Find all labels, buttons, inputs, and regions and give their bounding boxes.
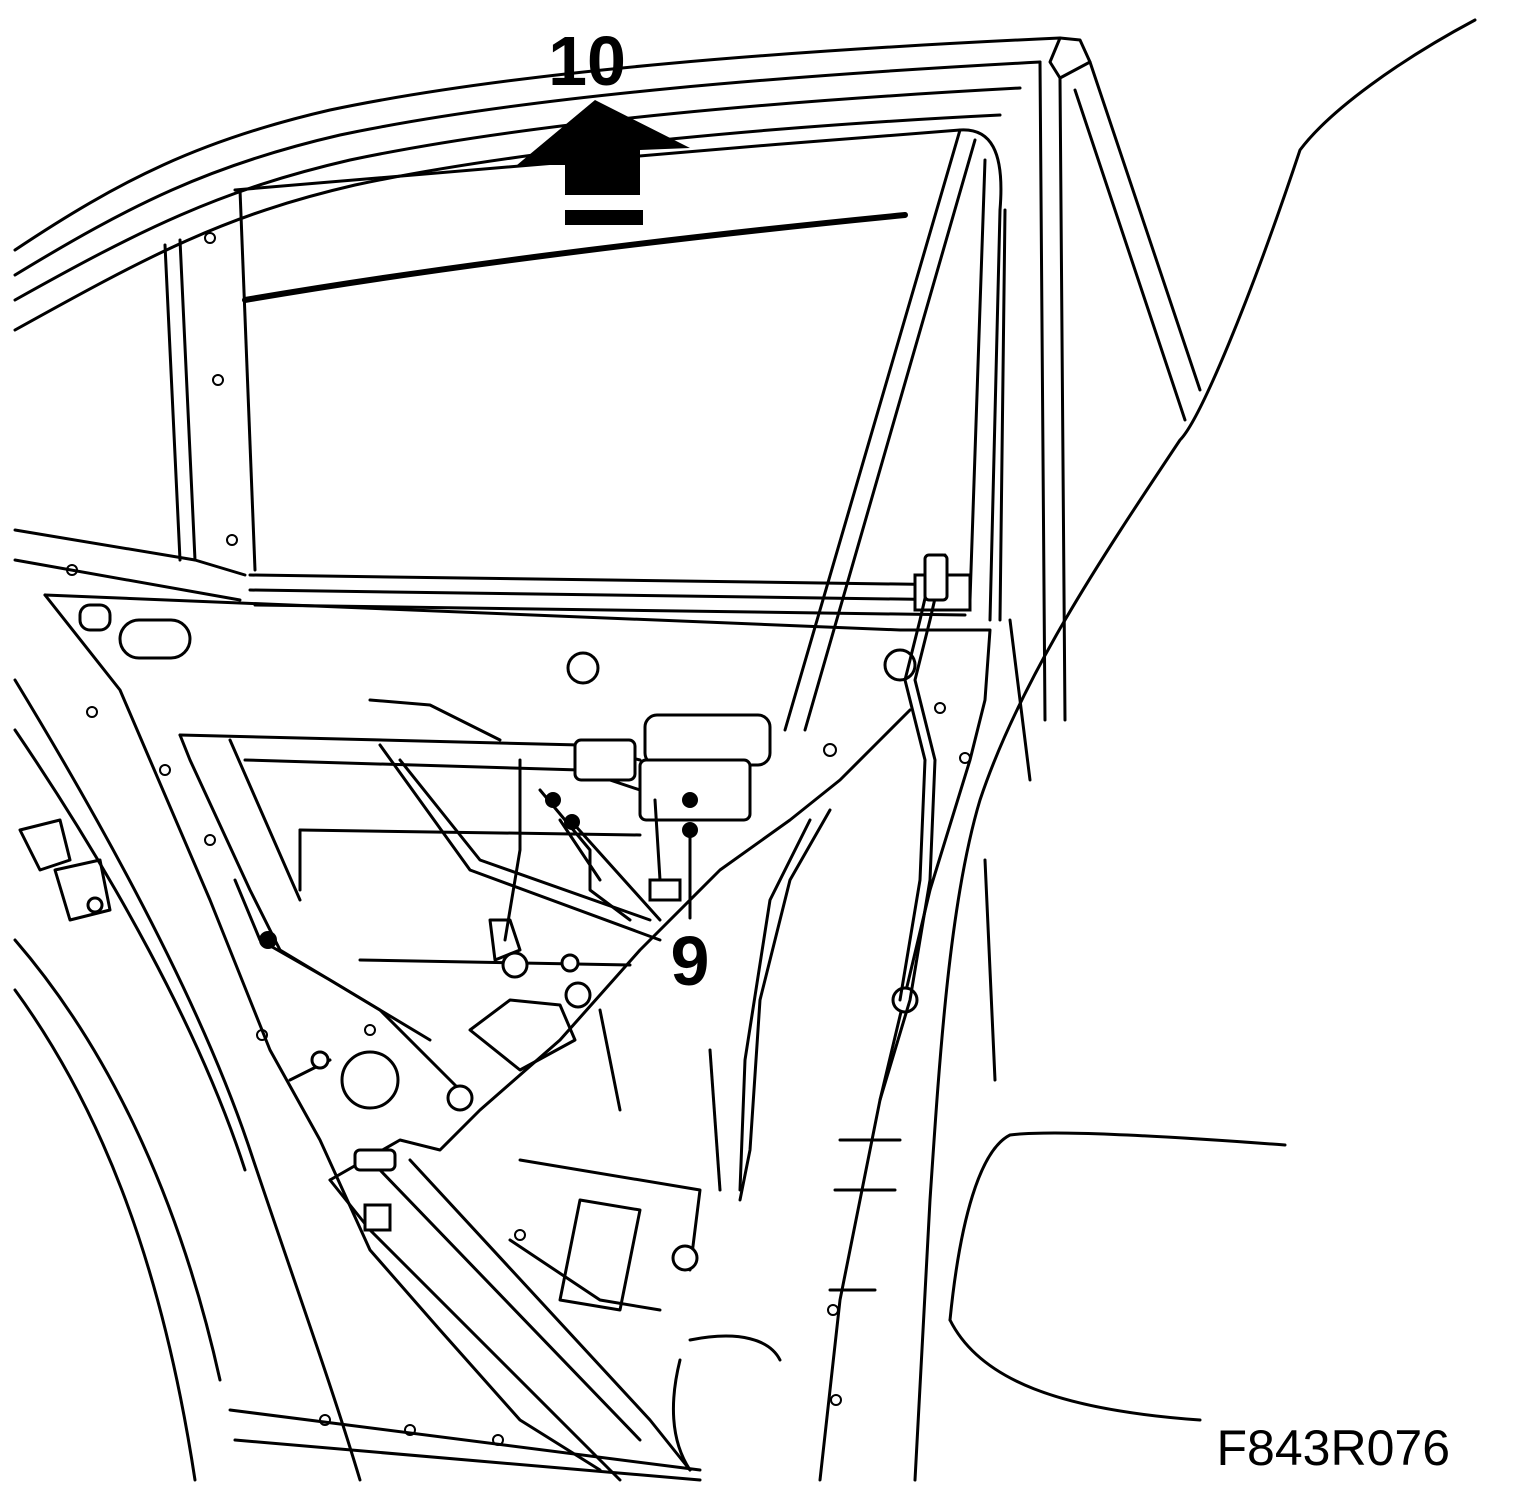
leader-line <box>570 820 662 922</box>
rear-body <box>828 18 1477 1482</box>
figure-code: F843R076 <box>1217 1420 1451 1476</box>
callout-9-label: 9 <box>671 922 710 1000</box>
callout-10-label: 10 <box>548 22 626 100</box>
inner-panel <box>43 232 992 1482</box>
callout-10: 10 <box>517 22 690 225</box>
arrow-base-bar <box>565 210 643 225</box>
window-channel <box>783 128 1032 782</box>
arrow-up-icon <box>517 100 690 195</box>
front-pillar <box>13 528 362 1482</box>
roof-frame <box>13 36 1202 722</box>
cable <box>878 553 949 1102</box>
callout-9: 9 <box>570 820 710 1000</box>
lower-door <box>328 708 912 1482</box>
